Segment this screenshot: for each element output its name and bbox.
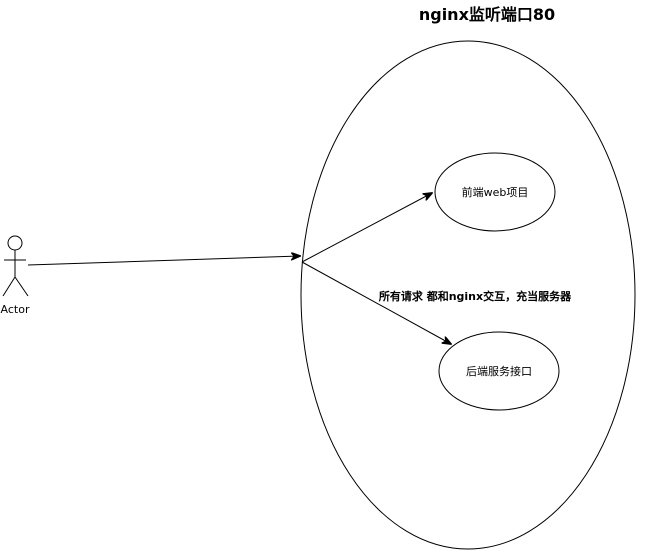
actor-label: Actor (1, 303, 30, 316)
actor-right-leg (14, 276, 29, 297)
annotation-text: 所有请求 都和nginx交互，充当服务器 (379, 289, 572, 303)
arrow-nginx-to-backend[interactable] (301, 261, 451, 344)
actor-left-leg (2, 276, 16, 297)
use-case-frontend[interactable] (434, 152, 556, 232)
arrow-nginx-to-frontend[interactable] (301, 193, 432, 263)
use-case-backend[interactable] (438, 331, 560, 411)
use-case-frontend-label: 前端web项目 (462, 185, 529, 199)
actor-figure[interactable] (2, 235, 29, 297)
arrow-actor-to-nginx[interactable] (27, 256, 300, 266)
system-boundary-ellipse[interactable] (300, 40, 636, 550)
actor-head (7, 235, 23, 251)
use-case-backend-label: 后端服务接口 (466, 365, 532, 378)
system-title: nginx监听端口80 (419, 5, 555, 24)
